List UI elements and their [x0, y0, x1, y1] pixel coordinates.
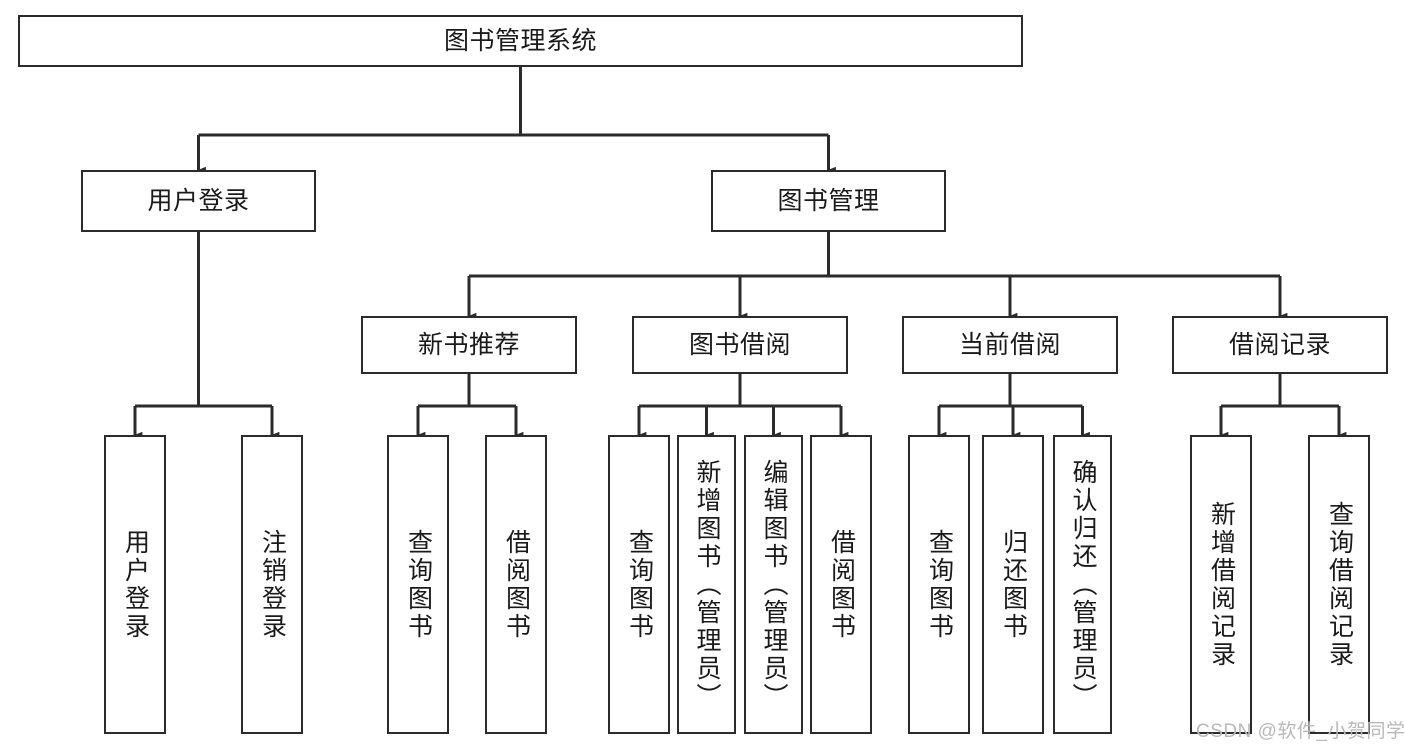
node-leaf-bb-borrow[interactable]: 借阅图书	[810, 435, 872, 734]
node-label-leaf-rec-borrow: 借阅图书	[502, 528, 531, 641]
node-book-borrow[interactable]: 图书借阅	[632, 316, 848, 374]
node-book-manage[interactable]: 图书管理	[711, 170, 946, 232]
node-label-leaf-br-query: 查询借阅记录	[1325, 500, 1354, 669]
node-label-current-borrow: 当前借阅	[958, 331, 1061, 359]
node-borrow-record[interactable]: 借阅记录	[1172, 316, 1388, 374]
node-new-book-rec[interactable]: 新书推荐	[361, 316, 577, 374]
node-label-leaf-cb-query: 查询图书	[925, 528, 954, 641]
node-leaf-bb-query[interactable]: 查询图书	[608, 435, 670, 734]
node-label-leaf-bb-edit: 编辑图书（管理员）	[760, 458, 788, 711]
node-leaf-rec-query[interactable]: 查询图书	[387, 435, 449, 734]
node-leaf-br-query[interactable]: 查询借阅记录	[1308, 435, 1370, 734]
node-root[interactable]: 图书管理系统	[18, 15, 1023, 67]
node-label-borrow-record: 借阅记录	[1228, 331, 1331, 359]
node-leaf-user-login[interactable]: 用户登录	[104, 435, 166, 734]
node-leaf-cb-confirm[interactable]: 确认归还（管理员）	[1053, 435, 1112, 734]
node-label-leaf-bb-query: 查询图书	[625, 528, 654, 641]
node-label-leaf-br-add: 新增借阅记录	[1207, 500, 1236, 669]
node-leaf-logout[interactable]: 注销登录	[241, 435, 303, 734]
node-leaf-cb-query[interactable]: 查询图书	[908, 435, 970, 734]
node-label-user-login: 用户登录	[147, 187, 250, 215]
node-label-leaf-cb-return: 归还图书	[999, 528, 1028, 641]
node-label-leaf-rec-query: 查询图书	[404, 528, 433, 641]
node-label-leaf-logout: 注销登录	[258, 528, 287, 641]
node-leaf-bb-edit[interactable]: 编辑图书（管理员）	[744, 435, 803, 734]
node-label-new-book-rec: 新书推荐	[417, 331, 520, 359]
node-leaf-cb-return[interactable]: 归还图书	[982, 435, 1044, 734]
node-current-borrow[interactable]: 当前借阅	[902, 316, 1118, 374]
node-label-leaf-bb-borrow: 借阅图书	[827, 528, 856, 641]
node-label-leaf-cb-confirm: 确认归还（管理员）	[1069, 458, 1097, 711]
node-leaf-bb-add[interactable]: 新增图书（管理员）	[677, 435, 736, 734]
node-label-leaf-bb-add: 新增图书（管理员）	[693, 458, 721, 711]
watermark: CSDN @软件_小贺同学	[1196, 721, 1405, 742]
node-leaf-br-add[interactable]: 新增借阅记录	[1190, 435, 1252, 734]
node-user-login[interactable]: 用户登录	[81, 170, 316, 232]
node-leaf-rec-borrow[interactable]: 借阅图书	[485, 435, 547, 734]
node-label-leaf-user-login: 用户登录	[121, 528, 150, 641]
node-label-book-borrow: 图书借阅	[688, 331, 791, 359]
node-label-root: 图书管理系统	[443, 27, 597, 55]
node-label-book-manage: 图书管理	[777, 187, 880, 215]
